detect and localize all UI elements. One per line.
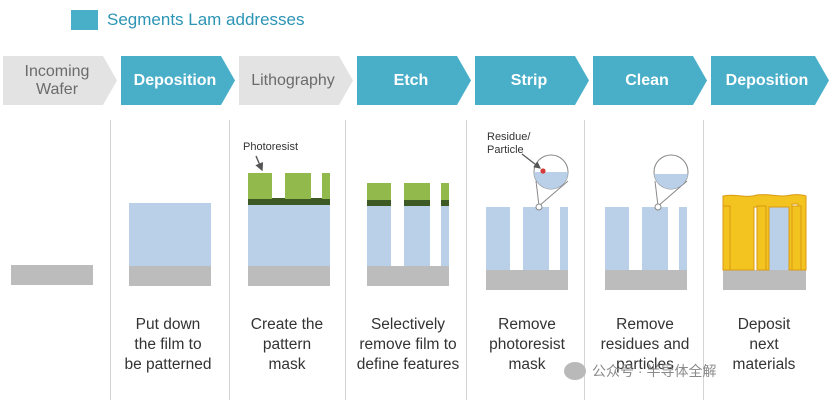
- substrate: [486, 270, 568, 290]
- film-feature: [367, 206, 391, 266]
- stage-label: Strip: [510, 71, 548, 89]
- film-layer: [248, 205, 330, 266]
- wechat-icon: [564, 362, 586, 380]
- stage-incoming-wafer: Incoming Wafer: [3, 56, 117, 105]
- incoming-wafer-illustration: [11, 265, 93, 285]
- stage-label: Deposition: [133, 71, 217, 89]
- stage-label: Lithography: [251, 71, 335, 89]
- magnified-film: [534, 172, 568, 189]
- magnifier-anchor: [654, 203, 662, 211]
- description-lithography: Create the pattern mask: [250, 316, 324, 373]
- stage-clean: Clean: [593, 56, 707, 105]
- photoresist-block: [248, 173, 272, 199]
- substrate: [605, 270, 687, 290]
- magnifier-line: [654, 180, 659, 207]
- resist-base: [404, 200, 430, 206]
- resist-base: [441, 200, 449, 206]
- legend-label: Segments Lam addresses: [107, 10, 305, 29]
- column-divider: [584, 120, 585, 400]
- magnifier-anchor: [535, 203, 543, 211]
- film-feature: [766, 207, 792, 270]
- film-feature: [642, 207, 668, 270]
- magnifier-line: [538, 180, 569, 207]
- film-feature: [523, 207, 549, 270]
- strip-illustration: [486, 153, 569, 290]
- film-feature: [679, 207, 687, 270]
- resist-base: [367, 200, 391, 206]
- photoresist-block: [404, 183, 430, 201]
- column-divider: [110, 120, 111, 400]
- legend: Segments Lam addresses: [71, 10, 305, 30]
- stage-lithography: Lithography: [239, 56, 353, 105]
- clean-illustration: [605, 154, 689, 290]
- residue-pointer-icon: [521, 153, 541, 169]
- description-deposition: Put down the film to be patterned: [124, 316, 212, 373]
- deposition-illustration: [129, 203, 211, 286]
- description-deposition-final: Deposit next materials: [732, 316, 796, 373]
- metal-plug: [756, 205, 767, 271]
- substrate: [723, 270, 806, 290]
- description-clean: Remove residues and particles: [600, 316, 690, 373]
- substrate: [367, 266, 449, 286]
- photoresist-block: [285, 173, 311, 199]
- magnified-film: [654, 174, 688, 189]
- film-feature: [486, 207, 510, 270]
- stage-label: Deposition: [725, 71, 809, 89]
- column-divider: [229, 120, 230, 400]
- photoresist-block: [322, 173, 330, 199]
- photoresist-label: Photoresist: [243, 141, 299, 153]
- substrate: [11, 265, 93, 285]
- stage-label: Clean: [625, 71, 669, 89]
- metal-deposition-illustration: [722, 194, 807, 290]
- film-feature: [560, 207, 568, 270]
- stage-deposition-final: Deposition: [711, 56, 829, 105]
- particle-dot: [540, 168, 546, 174]
- description-strip: Remove photoresist mask: [489, 316, 565, 373]
- substrate: [248, 266, 330, 286]
- stage-deposition: Deposition: [121, 56, 235, 105]
- photoresist-block: [367, 183, 391, 201]
- film-feature: [404, 206, 430, 266]
- film-feature: [441, 206, 449, 266]
- watermark-text: 公众号 · 半导体全解: [592, 363, 717, 379]
- resist-base-layer: [248, 198, 330, 205]
- residue-label: Residue/ Particle: [487, 131, 531, 156]
- metal-plug: [791, 205, 802, 271]
- etch-illustration: [367, 183, 449, 286]
- photoresist-pointer-icon: [255, 155, 264, 172]
- column-divider: [466, 120, 467, 400]
- stage-etch: Etch: [357, 56, 471, 105]
- film-feature: [605, 207, 629, 270]
- stage-label: Incoming Wafer: [24, 62, 90, 98]
- magnifier-line: [535, 180, 540, 207]
- lithography-illustration: [248, 155, 330, 286]
- film-layer: [129, 203, 211, 266]
- column-divider: [345, 120, 346, 400]
- column-divider: [703, 120, 704, 400]
- metal-side: [722, 205, 731, 271]
- watermark: 公众号 · 半导体全解: [564, 361, 716, 381]
- photoresist-block: [441, 183, 449, 201]
- stage-label: Etch: [393, 71, 429, 89]
- legend-swatch: [71, 10, 98, 30]
- stage-strip: Strip: [475, 56, 589, 105]
- description-etch: Selectively remove film to define featur…: [356, 316, 460, 373]
- substrate: [129, 266, 211, 286]
